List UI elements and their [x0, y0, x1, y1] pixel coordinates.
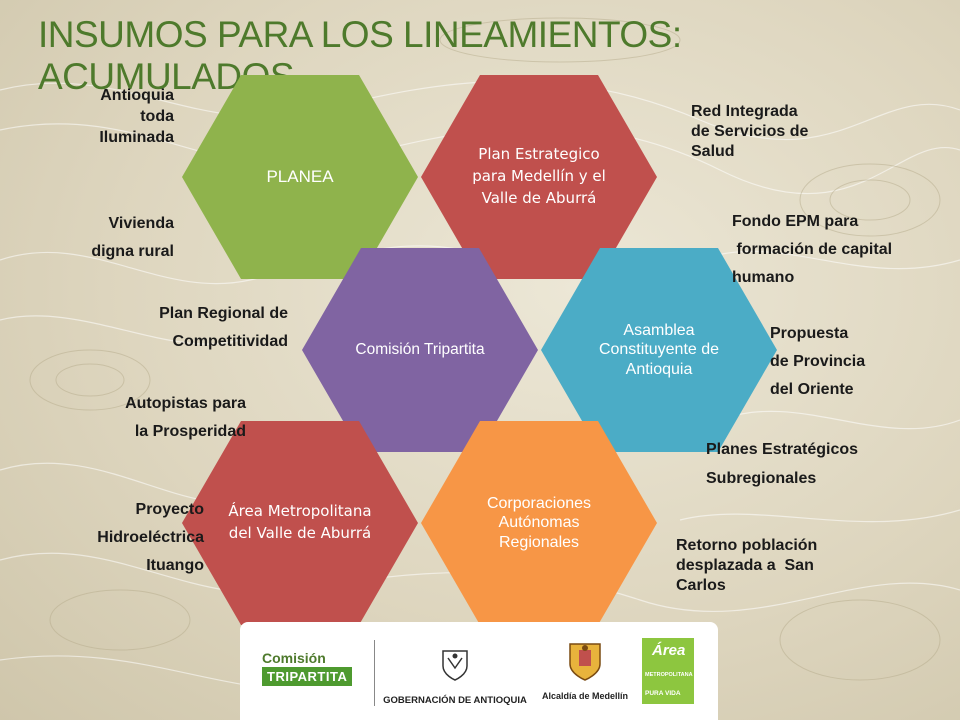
logo-text: METROPOLITANA: [645, 672, 693, 678]
comision-tripartita-logo: Comisión TRIPARTITA: [262, 650, 353, 686]
hexagon-label: Plan Estrategico para Medellín y el Vall…: [472, 145, 606, 207]
note-vivienda-rural: Vivienda digna rural: [91, 215, 174, 260]
logo-text: TRIPARTITA: [262, 667, 353, 686]
note-plan-regional: Plan Regional de Competitividad: [159, 305, 288, 350]
logo-text: GOBERNACIÓN DE ANTIOQUIA: [383, 695, 527, 706]
divider: [374, 640, 375, 706]
note-hidroelectrica: Proyecto Hidroeléctrica Ituango: [97, 501, 204, 574]
coat-of-arms-icon: [442, 650, 468, 681]
logo-text: PURA VIDA: [645, 690, 681, 697]
logo-text: Alcaldía de Medellín: [541, 691, 629, 701]
logo-text: Área: [652, 642, 686, 659]
hexagon-label: PLANEA: [266, 167, 334, 186]
area-metropolitana-logo: Área METROPOLITANA PURA VIDA: [642, 638, 694, 704]
note-fondo-epm: Fondo EPM para formación de capital huma…: [732, 213, 893, 286]
note-planes-subregionales: Planes Estratégicos Subregionales: [706, 441, 859, 487]
note-antioquia-iluminada: Antioquia toda Iluminada: [99, 87, 174, 146]
hexagon-label: Área Metropolitana del Valle de Aburrá: [228, 502, 372, 542]
logo-text: Comisión: [262, 650, 326, 666]
logos-banner: Comisión TRIPARTITA GOBERNACIÓN DE ANTIO…: [240, 622, 718, 720]
hexagon-comision-tripartita: Comisión Tripartita: [302, 248, 538, 452]
note-autopistas: Autopistas para la Prosperidad: [125, 395, 246, 440]
hexagon-label: Comisión Tripartita: [355, 341, 485, 359]
hexagon-label: Asamblea Constituyente de Antioquia: [598, 322, 720, 378]
note-red-integrada: Red Integrada de Servicios de Salud: [691, 103, 809, 160]
hexagon-label: Corporaciones Autónomas Regionales: [486, 495, 592, 551]
medellin-shield-icon: [569, 643, 601, 681]
gobernacion-logo: GOBERNACIÓN DE ANTIOQUIA: [380, 648, 530, 706]
note-provincia-oriente: Propuesta de Provincia del Oriente: [770, 325, 866, 398]
note-retorno-san-carlos: Retorno población desplazada a San Carlo…: [676, 537, 818, 594]
alcaldia-medellin-logo: Alcaldía de Medellín: [540, 640, 630, 701]
